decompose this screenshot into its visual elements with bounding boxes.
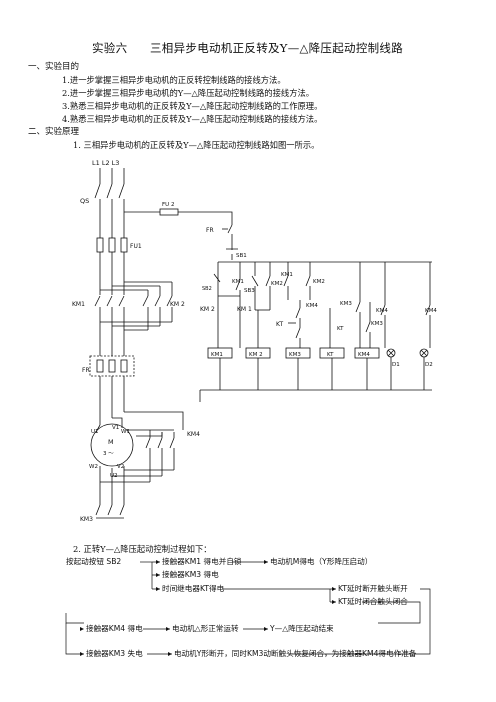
- label-v2: V2: [117, 464, 124, 470]
- label-w1: W1: [121, 429, 130, 435]
- flow-km1: 接触器KM1 得电并自锁: [162, 557, 242, 566]
- label-km1-power: KM1: [72, 301, 85, 308]
- flow-end: Y—△降压起动结束: [270, 624, 334, 633]
- label-km2-top: KM2: [313, 279, 325, 285]
- coil-km1: KM1: [211, 352, 223, 358]
- flow-km3-off: 接触器KM3 失电: [86, 649, 143, 658]
- label-km3-ctrl: KM3: [340, 301, 352, 307]
- label-fu2: FU 2: [162, 202, 174, 208]
- flow-km4: 接触器KM4 得电: [86, 624, 143, 633]
- goal-3: 3.熟悉三相异步电动机的正反转及Y—△降压起动控制线路的工作原理。: [62, 101, 323, 111]
- flow-motor-y-off: 电动机Y形断开，同时KM3动断触头恢复闭合，为接触器KM4得电作准备: [174, 649, 417, 658]
- label-km2-power: KM 2: [170, 301, 185, 308]
- page-title: 三相异步电动机正反转及Y—△降压起动控制线路: [150, 41, 404, 55]
- label-km1-ctrl: KM 1: [237, 306, 252, 313]
- label-v1: V1: [112, 425, 119, 431]
- label-qs: QS: [80, 197, 89, 205]
- principle-2: 2. 正转Y—△降压起动控制过程如下：: [73, 544, 212, 554]
- label-km2-hold: KM2: [271, 281, 283, 287]
- flow-kt-open: KT延时断开触头断开: [338, 584, 408, 593]
- label-motor: M: [108, 438, 114, 446]
- title-number: 实验六: [92, 41, 128, 55]
- label-u1: U1: [91, 429, 99, 435]
- label-km3-power: KM3: [80, 516, 93, 523]
- label-km2-ctrl: KM 2: [200, 306, 215, 313]
- label-lines: L1 L2 L3: [92, 159, 119, 167]
- label-km3-right: KM3: [371, 321, 383, 327]
- lamp-d2: D2: [425, 362, 433, 368]
- label-kt2-ctrl: KT: [337, 326, 344, 332]
- goal-1: 1.进一步掌握三相异步电动机的正反转控制线路的接线方法。: [62, 75, 286, 85]
- label-fu1: FU1: [130, 243, 142, 250]
- label-km4-power: KM4: [187, 431, 200, 438]
- flow-kt-close: KT延时闭合触头闭合: [338, 597, 408, 606]
- label-km4-right: KM4: [376, 308, 388, 314]
- label-motor-phase: 3 ～: [103, 451, 114, 457]
- coil-km3: KM3: [289, 352, 301, 358]
- goal-4: 4.熟悉三相异步电动机的正反转及Y—△降压起动控制线路的接线方法。: [62, 114, 323, 124]
- label-km1-top: KM1: [281, 272, 293, 278]
- flow-km3: 接触器KM3 得电: [162, 570, 219, 579]
- coil-kt: KT: [327, 352, 334, 358]
- label-w2: W2: [89, 464, 98, 470]
- label-km1-hold: KM1: [232, 279, 244, 285]
- label-u2: U2: [110, 473, 118, 479]
- label-sb1: SB1: [236, 253, 247, 259]
- label-kt-ctrl: KT: [276, 321, 283, 328]
- flow-motor-y: 电动机M得电（Y形降压启动）: [270, 557, 373, 566]
- label-fr-ctrl: FR: [206, 227, 214, 234]
- section-1-heading: 一、实验目的: [28, 62, 80, 72]
- label-fr: FR: [82, 367, 90, 374]
- coil-km4: KM4: [358, 352, 370, 358]
- label-sb3: SB3: [244, 288, 255, 294]
- label-km4-ctrl: KM4: [306, 303, 318, 309]
- lamp-d1: D1: [392, 362, 400, 368]
- section-2-heading: 二、实验原理: [28, 127, 80, 137]
- goal-2: 2.进一步掌握三相异步电动机的Y—△降压起动控制线路的接线方法。: [62, 88, 315, 98]
- label-km4-far: KM4: [425, 308, 437, 314]
- flow-kt: 时间继电器KT得电: [162, 584, 225, 593]
- coil-km2: KM 2: [249, 352, 263, 358]
- flow-start: 按起动按钮 SB2: [66, 557, 122, 566]
- principle-1: 1. 三相异步电动机的正反转及Y—△降压起动控制线路如图一所示。: [73, 140, 320, 150]
- flow-motor-delta: 电动机△形正常运转: [172, 624, 239, 633]
- label-sb2: SB2: [202, 286, 212, 292]
